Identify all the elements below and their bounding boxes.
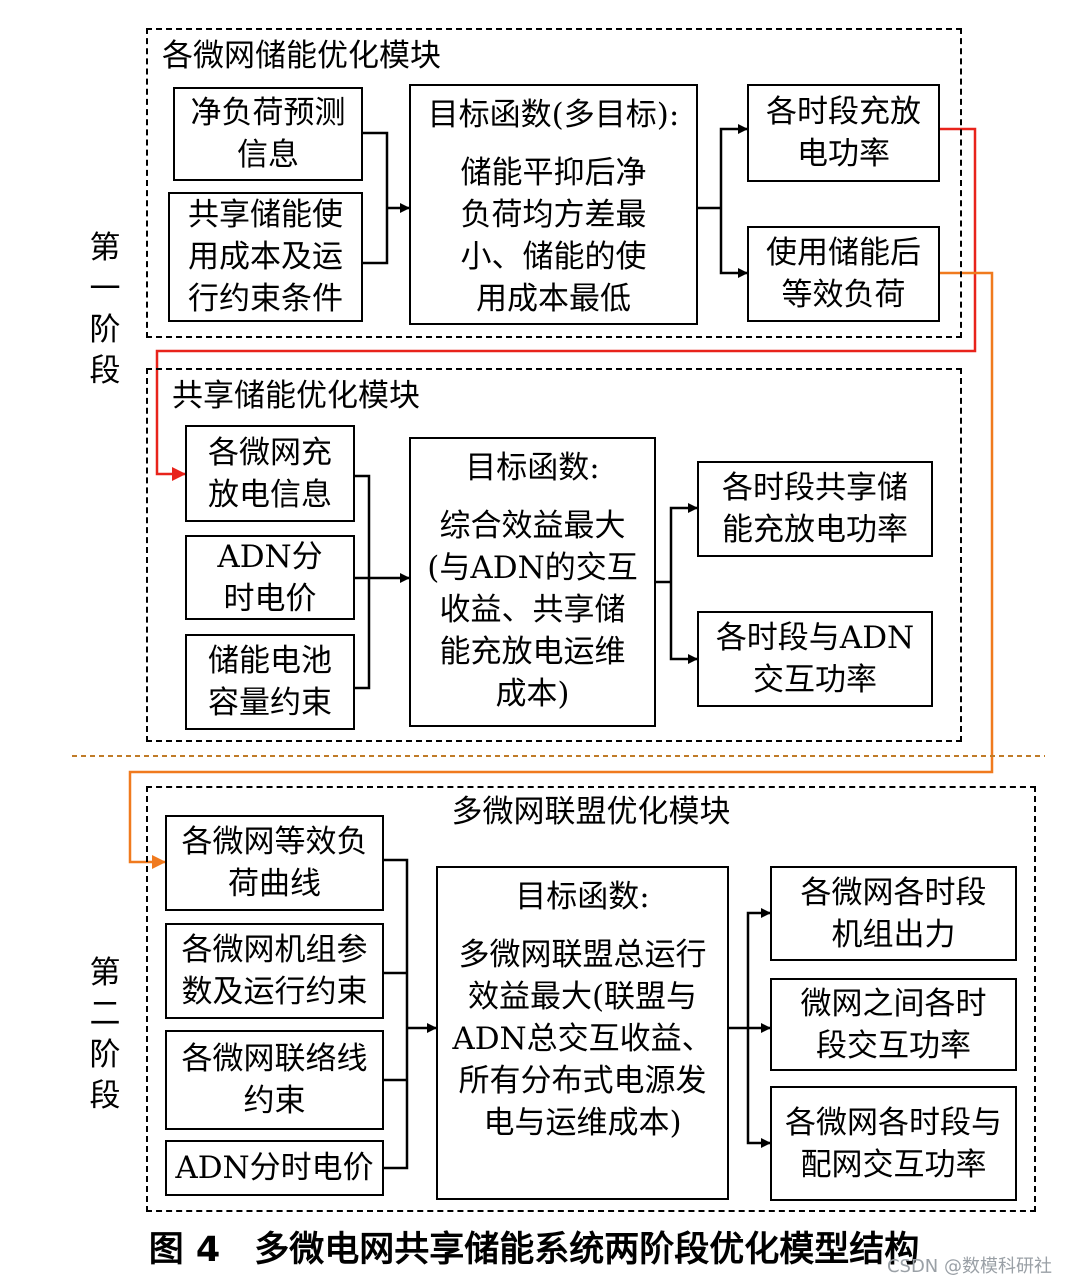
figure-number: 图 4 xyxy=(148,1230,221,1270)
objective-text: 成本) xyxy=(495,676,570,712)
output-inter-microgrid-power: 微网之间各时 段交互功率 xyxy=(770,978,1017,1071)
shared-storage-module xyxy=(146,368,962,742)
stage-two-char: 第 xyxy=(89,955,121,991)
input-adn-tou-price: ADN分 时电价 xyxy=(185,535,355,620)
module2-connectors xyxy=(354,474,698,690)
box-text: 等效负荷 xyxy=(781,277,906,313)
box-text: 段交互功率 xyxy=(816,1027,971,1064)
objective-text: (与ADN的交互 xyxy=(427,550,638,586)
input-battery-capacity: 储能电池 容量约束 xyxy=(185,634,355,730)
box-text: ADN分 xyxy=(217,538,323,575)
objective-text: 小、储能的使 xyxy=(460,239,647,275)
stage-one-char: 段 xyxy=(89,353,121,389)
box-text: 各微网各时段 xyxy=(800,874,987,911)
objective-text: ADN总交互收益、 xyxy=(452,1021,713,1057)
box-text: 使用储能后 xyxy=(766,235,921,271)
box-text: 能充放电功率 xyxy=(722,512,908,548)
objective-title: 目标函数: xyxy=(465,450,600,486)
objective-box: 目标函数: 多微网联盟总运行 效益最大(联盟与 ADN总交互收益、 所有分布式电… xyxy=(436,866,729,1200)
figure-caption: 图 4 多微电网共享储能系统两阶段优化模型结构 xyxy=(0,1228,1068,1272)
objective-title: 目标函数(多目标): xyxy=(427,97,680,133)
input-equivalent-load-curve: 各微网等效负 荷曲线 xyxy=(165,815,384,911)
output-shared-storage-power: 各时段共享储 能充放电功率 xyxy=(697,461,933,557)
box-text: 电功率 xyxy=(797,136,890,172)
orange-flow-arrow xyxy=(128,271,994,869)
module3-connectors xyxy=(383,858,771,1170)
module1-connectors xyxy=(362,124,748,278)
output-adn-interaction-power: 各时段与ADN 交互功率 xyxy=(697,611,933,707)
stage-one-label: 第 一 阶 段 xyxy=(85,228,125,392)
stage-one-char: 一 xyxy=(89,271,121,307)
microgrid-storage-module xyxy=(146,28,962,338)
box-text: 各时段与ADN xyxy=(715,620,915,656)
objective-text: 综合效益最大 xyxy=(439,508,626,544)
box-text: 各微网等效负 xyxy=(181,824,368,860)
objective-text: 电与运维成本) xyxy=(483,1105,682,1141)
input-microgrid-charge-info: 各微网充 放电信息 xyxy=(185,425,355,522)
box-text: 各微网充 xyxy=(208,434,332,471)
box-text: 共享储能使 xyxy=(188,197,343,233)
input-adn-tou-price: ADN分时电价 xyxy=(165,1140,384,1196)
box-text: 配网交互功率 xyxy=(800,1146,987,1183)
stage-two-label: 第 二 阶 段 xyxy=(85,953,125,1117)
box-text: 微网之间各时 xyxy=(800,985,987,1022)
output-charge-discharge-power: 各时段充放 电功率 xyxy=(747,84,940,182)
objective-box: 目标函数: 综合效益最大 (与ADN的交互 收益、共享储 能充放电运维 成本) xyxy=(409,437,656,727)
box-text: 储能电池 xyxy=(208,643,332,679)
objective-text: 负荷均方差最 xyxy=(460,197,647,233)
input-unit-parameters: 各微网机组参 数及运行约束 xyxy=(165,923,384,1019)
box-text: 各微网联络线 xyxy=(181,1041,368,1077)
objective-text: 多微网联盟总运行 xyxy=(458,937,707,973)
box-text: 信息 xyxy=(237,137,299,173)
stage-one-char: 阶 xyxy=(89,312,121,348)
input-tie-line-constraints: 各微网联络线 约束 xyxy=(165,1030,384,1130)
box-text: 净负荷预测 xyxy=(190,95,346,131)
box-text: 各微网机组参 xyxy=(181,932,368,968)
objective-box: 目标函数(多目标): 储能平抑后净 负荷均方差最 小、储能的使 用成本最低 xyxy=(409,84,698,325)
box-text: 容量约束 xyxy=(208,685,332,721)
objective-text: 收益、共享储 xyxy=(439,592,626,628)
stage-two-char: 二 xyxy=(89,996,121,1032)
box-text: 用成本及运 xyxy=(188,239,343,275)
stage-two-char: 阶 xyxy=(89,1037,121,1073)
box-text: ADN分时电价 xyxy=(175,1150,374,1186)
stage-one-char: 第 xyxy=(89,230,121,266)
objective-text: 所有分布式电源发 xyxy=(458,1063,707,1099)
output-equivalent-load: 使用储能后 等效负荷 xyxy=(747,226,940,322)
box-text: 荷曲线 xyxy=(228,866,321,902)
alliance-optimization-module xyxy=(146,786,1036,1212)
watermark: CSDN @数模科研社 xyxy=(886,1256,1052,1277)
box-text: 数及运行约束 xyxy=(181,974,368,1010)
box-text: 各时段共享储 xyxy=(722,470,908,506)
box-text: 各微网各时段与 xyxy=(785,1104,1002,1141)
objective-text: 效益最大(联盟与 xyxy=(467,979,698,1015)
box-text: 行约束条件 xyxy=(188,281,343,317)
output-distribution-interaction-power: 各微网各时段与 配网交互功率 xyxy=(770,1086,1017,1201)
module-title: 各微网储能优化模块 xyxy=(162,38,441,74)
box-text: 时电价 xyxy=(223,580,317,617)
objective-text: 能充放电运维 xyxy=(439,634,626,670)
box-text: 交互功率 xyxy=(753,662,877,698)
objective-text: 用成本最低 xyxy=(476,281,631,317)
stage-two-char: 段 xyxy=(89,1078,121,1114)
objective-title: 目标函数: xyxy=(515,879,650,915)
box-text: 各时段充放 xyxy=(766,94,921,130)
red-flow-arrow xyxy=(155,127,977,481)
objective-text: 储能平抑后净 xyxy=(460,155,647,191)
module-title: 共享储能优化模块 xyxy=(172,378,420,414)
input-storage-cost-constraints: 共享储能使 用成本及运 行约束条件 xyxy=(168,192,363,322)
input-net-load-forecast: 净负荷预测 信息 xyxy=(173,87,363,181)
box-text: 放电信息 xyxy=(208,476,332,513)
output-unit-output: 各微网各时段 机组出力 xyxy=(770,866,1017,961)
figure-title: 多微电网共享储能系统两阶段优化模型结构 xyxy=(254,1230,920,1270)
box-text: 机组出力 xyxy=(831,916,956,953)
box-text: 约束 xyxy=(243,1083,306,1119)
module-title: 多微网联盟优化模块 xyxy=(451,794,731,830)
